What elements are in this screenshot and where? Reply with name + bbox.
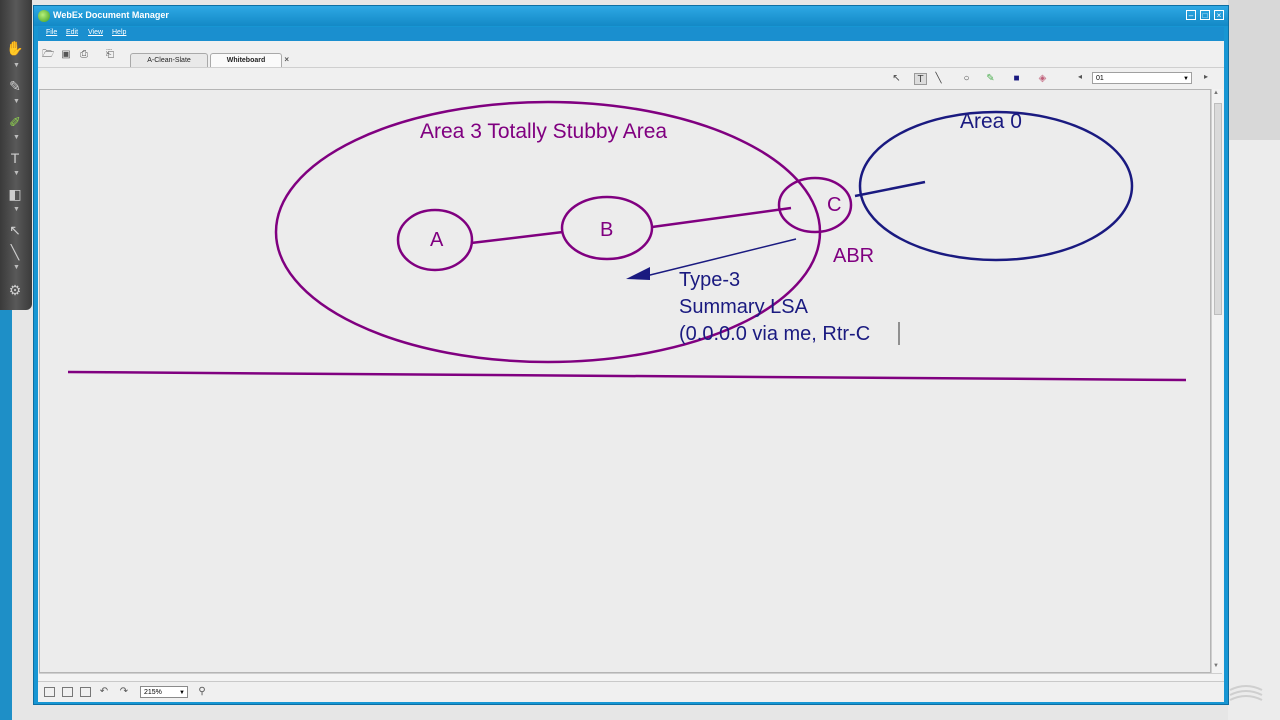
- dropdown-arrow-icon[interactable]: ▼: [13, 206, 20, 213]
- zoom-tool-icon[interactable]: ⚲: [198, 686, 206, 697]
- lsa-arrow-head: [626, 267, 650, 280]
- highlighter-icon[interactable]: ✎: [986, 73, 995, 84]
- area0-ellipse: [858, 110, 1134, 262]
- zoom-select[interactable]: 215% ▼: [140, 686, 188, 698]
- lsa-arrow-shaft: [645, 238, 797, 277]
- close-button[interactable]: ×: [1214, 10, 1224, 20]
- eraser-icon[interactable]: ◈: [1038, 73, 1047, 84]
- minimize-button[interactable]: ‒: [1186, 10, 1196, 20]
- annotation-toolbar: ✋ ▼ ✎ ▼ ✐ ▼ T ▼ ◧ ▼ ↖ ╲ ▼ ⚙: [0, 0, 32, 310]
- menu-file[interactable]: File: [46, 29, 58, 36]
- page-select[interactable]: 01 ▼: [1092, 72, 1192, 84]
- title-bar[interactable]: WebEx Document Manager ‒ □ ×: [34, 6, 1228, 26]
- lsa-text-line3: (0.0.0.0 via me, Rtr-C: [679, 323, 870, 345]
- chevron-down-icon: ▼: [179, 690, 185, 696]
- color-icon[interactable]: ■: [1013, 73, 1020, 84]
- pointer-tool-icon[interactable]: ✋: [6, 40, 24, 56]
- thumbnail-view-icon[interactable]: [62, 687, 73, 697]
- save-icon[interactable]: ▣: [61, 49, 71, 60]
- settings-gear-icon[interactable]: ⚙: [8, 282, 22, 298]
- eraser-tool-icon[interactable]: ◧: [8, 186, 22, 202]
- whiteboard-drawing: Area 3 Totally Stubby Area Area 0 A B C …: [67, 100, 1187, 382]
- maximize-button[interactable]: □: [1200, 10, 1210, 20]
- new-page-icon[interactable]: ⎗: [106, 49, 114, 60]
- menu-view[interactable]: View: [88, 29, 104, 36]
- next-page-icon[interactable]: ▸: [1204, 72, 1209, 81]
- rotate-left-icon[interactable]: ↶: [99, 686, 109, 697]
- abr-label: ABR: [833, 245, 874, 267]
- fit-page-icon[interactable]: [80, 687, 91, 697]
- link-b-c: [651, 206, 792, 229]
- scroll-down-icon[interactable]: ▼: [1213, 663, 1219, 669]
- open-folder-icon[interactable]: 🗁: [42, 49, 55, 60]
- document-toolbar: 🗁 ▣ ⎙ ⎗ A-Clean-Slate Whiteboard ×: [38, 41, 1224, 67]
- zoom-value: 215%: [144, 689, 162, 696]
- horizontal-scrollbar[interactable]: [39, 673, 1222, 682]
- tab-label: A-Clean-Slate: [147, 57, 191, 64]
- text-tool-icon[interactable]: T: [10, 150, 20, 166]
- scrollbar-thumb[interactable]: [1214, 103, 1222, 315]
- lsa-text-line2: Summary LSA: [679, 296, 809, 318]
- tab-whiteboard[interactable]: Whiteboard ×: [210, 53, 289, 67]
- arrow-tool-icon[interactable]: ↖: [9, 222, 21, 238]
- router-b-circle: [560, 195, 654, 261]
- dropdown-arrow-icon[interactable]: ▼: [13, 134, 20, 141]
- whiteboard-toolbar: ↖ T ╲ ○ ✎ ■ ◈ ◂ 01 ▼ ▸: [38, 67, 1224, 90]
- desktop-edge: [0, 310, 12, 720]
- scroll-up-icon[interactable]: ▲: [1213, 90, 1219, 96]
- tab-a-clean-slate[interactable]: A-Clean-Slate: [130, 53, 208, 67]
- router-b-label: B: [600, 219, 613, 241]
- router-c-circle: [777, 176, 853, 234]
- link-a-b: [470, 230, 564, 245]
- status-bar: ↶ ↷ 215% ▼ ⚲: [38, 681, 1224, 702]
- tab-close-icon[interactable]: ×: [284, 55, 289, 64]
- separator-line: [67, 370, 1187, 382]
- page-select-value: 01: [1096, 75, 1104, 82]
- highlighter-tool-icon[interactable]: ✐: [9, 114, 21, 130]
- pencil-tool-icon[interactable]: ✎: [9, 78, 21, 94]
- chevron-down-icon: ▼: [1183, 76, 1189, 82]
- dropdown-arrow-icon[interactable]: ▼: [13, 170, 20, 177]
- text-icon[interactable]: T: [914, 73, 927, 85]
- watermark-logo-icon: [1229, 685, 1263, 701]
- dropdown-arrow-icon[interactable]: ▼: [13, 264, 20, 271]
- window-title: WebEx Document Manager: [53, 10, 169, 20]
- vertical-scrollbar[interactable]: ▲ ▼: [1211, 89, 1223, 673]
- tab-label: Whiteboard: [226, 57, 266, 64]
- line-icon[interactable]: ╲: [935, 73, 942, 84]
- router-a-circle: [396, 208, 474, 272]
- rotate-right-icon[interactable]: ↷: [119, 686, 129, 697]
- desktop-background-top: [1228, 0, 1280, 140]
- client-area: 🗁 ▣ ⎙ ⎗ A-Clean-Slate Whiteboard × ↖ T ╲…: [38, 41, 1224, 691]
- dropdown-arrow-icon[interactable]: ▼: [13, 62, 20, 69]
- menu-help[interactable]: Help: [112, 29, 127, 36]
- webex-app-icon: [38, 10, 50, 22]
- menu-edit[interactable]: Edit: [66, 29, 79, 36]
- dropdown-arrow-icon[interactable]: ▼: [13, 98, 20, 105]
- previous-page-icon[interactable]: ◂: [1078, 72, 1083, 81]
- document-manager-window: WebEx Document Manager ‒ □ × File Edit V…: [33, 5, 1229, 705]
- single-page-view-icon[interactable]: [44, 687, 55, 697]
- menu-bar: File Edit View Help: [38, 27, 1224, 41]
- router-a-label: A: [430, 229, 444, 251]
- router-c-label: C: [827, 194, 841, 216]
- line-tool-icon[interactable]: ╲: [10, 244, 20, 260]
- pointer-icon[interactable]: ↖: [892, 73, 901, 84]
- print-icon[interactable]: ⎙: [80, 49, 88, 60]
- area0-label: Area 0: [960, 110, 1022, 133]
- area3-label: Area 3 Totally Stubby Area: [420, 120, 667, 143]
- lsa-text-line1: Type-3: [679, 269, 740, 291]
- link-c-area0: [854, 180, 926, 198]
- ellipse-icon[interactable]: ○: [963, 73, 970, 84]
- whiteboard-canvas[interactable]: Area 3 Totally Stubby Area Area 0 A B C …: [39, 89, 1211, 673]
